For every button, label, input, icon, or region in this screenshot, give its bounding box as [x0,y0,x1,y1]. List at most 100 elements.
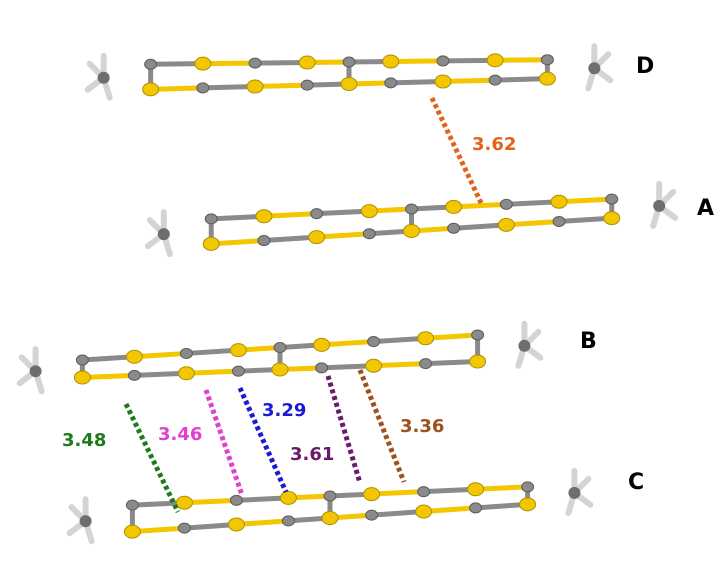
molecule-b-bond [183,368,241,376]
molecule-c-bond [473,501,531,511]
molecule-a-sulfur-atom [603,211,621,226]
molecule-c-carbon-atom [323,490,337,502]
molecule-a-carbon-atom [552,215,566,227]
molecule-d-bond [148,85,206,92]
distance-label-3-48: 3.48 [62,430,106,451]
molecule-b-sulfur-atom [229,343,247,358]
molecule-label-b: B [580,329,597,354]
molecule-c-bond [129,500,187,508]
molecule-b-carbon-atom [471,329,485,341]
molecule-d-carbon-atom [436,55,450,67]
molecule-c [66,467,594,545]
molecule-a-bond [261,234,320,244]
molecule-c-carbon-atom [365,509,379,521]
molecule-d-carbon-atom [196,82,210,94]
molecule-a-sulfur-atom [445,199,463,214]
molecule-label-d: D [636,54,654,79]
molecule-b-bond [79,354,137,363]
molecule-b-sulfur-atom [313,337,331,352]
molecule-c-bond [181,521,239,531]
molecule-d-sulfur-atom [382,54,400,69]
molecule-d-sulfur-atom [142,82,160,97]
molecule-d-sulfur-atom [434,74,452,89]
molecule-d-sulfur-atom [538,71,556,86]
molecule-d-sulfur-atom [340,77,358,91]
molecule-a-carbon-atom [204,213,218,225]
molecule-d-carbon-atom [384,77,398,89]
distance-label-3-62: 3.62 [472,134,516,155]
molecule-d-bond [388,78,446,86]
molecule-d-bond [200,84,258,91]
molecule-b [16,320,544,395]
molecule-d-sulfur-atom [194,56,212,71]
molecule-a-sulfur-atom [403,224,420,238]
molecule-b-bond [131,370,189,378]
molecule-c-bond [129,525,187,535]
molecule-d-carbon-atom [488,74,502,86]
molecule-d-bond [440,57,498,64]
molecule-c-carbon-atom [568,486,581,499]
molecule-c-sulfur-atom [415,504,433,519]
molecule-b-carbon-atom [127,369,141,381]
molecule-a [144,180,679,258]
molecule-d-bond [440,77,498,84]
molecule-b-sulfur-atom [469,354,487,369]
molecule-a-sulfur-atom [360,204,378,219]
molecule-d-bond [252,59,310,66]
molecule-c-carbon-atom [469,502,483,514]
molecule-c-bond [233,495,291,503]
molecule-c-sulfur-atom [279,490,297,505]
molecule-d-carbon-atom [588,62,601,75]
molecule-c-bond [421,486,479,495]
molecule-a-bond [314,208,372,217]
molecule-c-sulfur-atom [175,495,193,510]
molecule-d-bond [200,60,258,67]
molecule-b-carbon-atom [518,339,531,352]
molecule-a-carbon-atom [362,228,376,240]
molecule-b-sulfur-atom [177,366,195,381]
molecule-c-bond [369,489,427,497]
molecule-b-bond [131,350,189,360]
molecule-a-sulfur-atom [497,217,515,232]
molecule-b-sulfur-atom [271,362,289,377]
molecule-a-carbon-atom [405,203,418,215]
molecule-a-bond [556,215,615,224]
molecule-c-bond [233,518,291,527]
molecule-c-carbon-atom [79,515,92,528]
molecule-d-bond [492,57,550,63]
molecule-b-sulfur-atom [73,370,91,385]
molecule-c-sulfur-atom [519,497,537,512]
molecule-b-bond [423,359,481,367]
contact-line-3-61 [325,375,363,484]
molecule-c-sulfur-atom [123,524,141,539]
molecule-a-bond [503,218,562,228]
molecule-b-bond [371,361,429,369]
molecule-b-carbon-atom [315,362,329,374]
distance-label-3-61: 3.61 [290,444,334,465]
molecule-d-carbon-atom [144,58,158,70]
molecule-a-carbon-atom [499,198,513,210]
molecule-b-carbon-atom [29,365,42,378]
contact-line-3-29 [237,386,289,494]
molecule-b-sulfur-atom [417,331,435,346]
molecule-d-carbon-atom [300,79,314,91]
molecule-c-bond [421,505,479,515]
molecule-a-sulfur-atom [308,230,326,245]
distance-label-3-46: 3.46 [158,424,202,445]
molecule-d-bond [388,58,446,65]
molecule-b-carbon-atom [367,336,381,348]
distance-label-3-29: 3.29 [262,400,306,421]
molecule-d [84,43,614,101]
molecule-b-bond [79,372,137,380]
molecule-c-sulfur-atom [321,511,339,525]
molecule-c-carbon-atom [229,494,243,506]
molecule-a-bond [208,213,267,222]
molecule-a-bond [261,211,320,219]
molecule-a-bond [503,199,562,207]
molecule-b-carbon-atom [273,342,287,353]
molecule-b-carbon-atom [419,358,433,370]
molecule-c-carbon-atom [417,486,431,498]
molecule-b-sulfur-atom [125,349,143,364]
molecule-a-bond [208,238,267,247]
